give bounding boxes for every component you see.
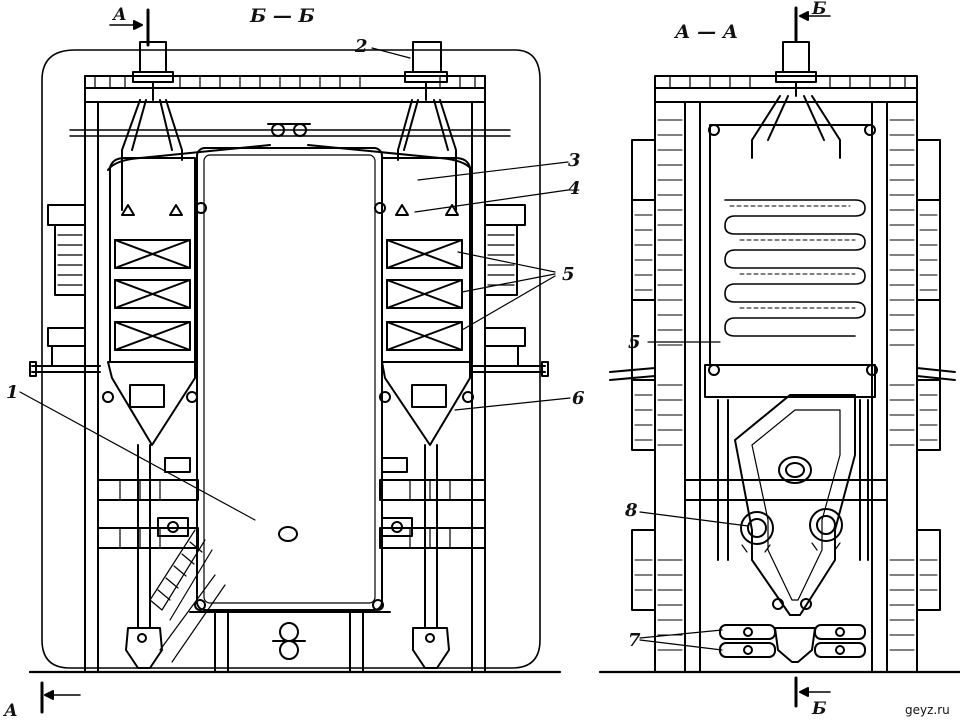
cut-label-b-top: Б [811, 0, 827, 19]
watermark: geyz.ru [905, 703, 950, 717]
callout-4: 4 [568, 178, 581, 199]
cut-label-a-top: А [111, 5, 127, 25]
callout-leaders-left [19, 47, 571, 521]
left-wall-brickwork [609, 101, 686, 673]
convective-superheater-chamber [708, 124, 876, 366]
callout-7: 7 [628, 630, 641, 651]
cut-label-a-bottom: А [2, 701, 18, 720]
top-cyclone-fitting [751, 41, 841, 159]
section-cut-a-markers [40, 8, 150, 714]
section-a-a-view [598, 6, 960, 708]
callout-2: 2 [354, 36, 368, 57]
callout-leaders-right [639, 341, 749, 651]
section-title-a-a: А — А [673, 21, 738, 43]
lower-furnace-hopper [704, 364, 878, 663]
right-side-brick-modules [379, 204, 549, 549]
frame-columns [84, 75, 486, 673]
callout-1: 1 [6, 382, 19, 403]
left-side-brick-modules [29, 204, 199, 549]
right-wall-brickwork [886, 101, 956, 673]
section-cut-b-markers [794, 6, 831, 708]
callout-5-right: 5 [628, 332, 641, 353]
cut-label-b-bottom: Б [811, 699, 827, 719]
section-title-b-b: Б — Б [249, 5, 315, 27]
outer-enclosure [41, 49, 541, 669]
drum-support-pedestal [189, 611, 391, 673]
callout-3: 3 [568, 150, 581, 171]
callout-8: 8 [624, 500, 638, 521]
callout-5-left: 5 [562, 264, 575, 285]
section-b-b-view [19, 8, 571, 714]
left-cyclone-unit [102, 41, 226, 669]
central-drum [194, 123, 384, 611]
right-cyclone-unit [374, 41, 474, 669]
callout-6: 6 [572, 388, 585, 409]
